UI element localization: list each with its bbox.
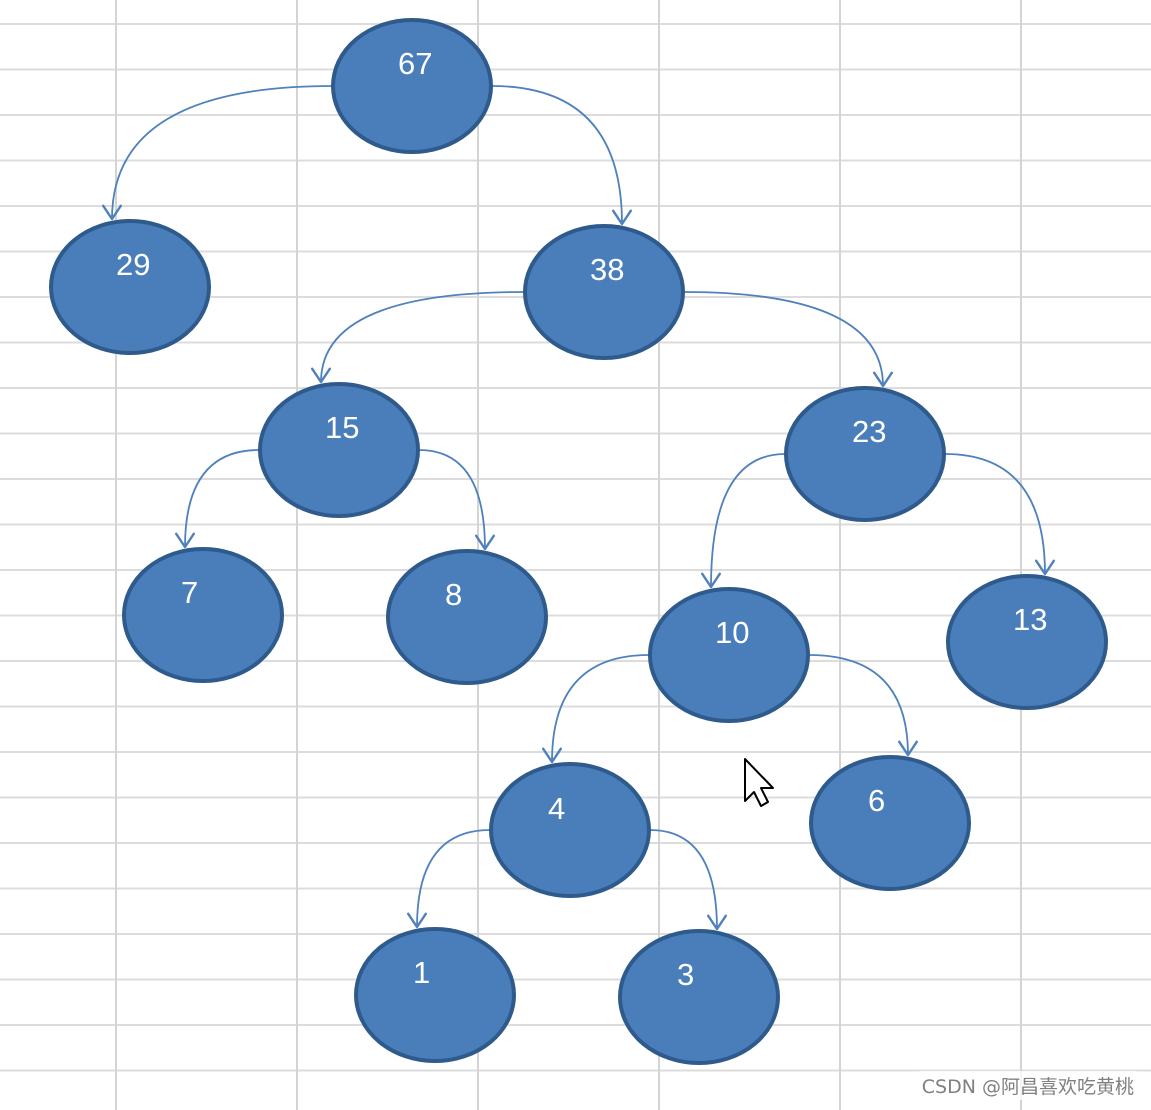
node-label: 38: [590, 252, 624, 287]
node-label: 7: [181, 575, 198, 610]
node-shape: [386, 549, 548, 685]
edge-n4-n3: [649, 829, 728, 931]
tree-node-13: 13: [946, 574, 1108, 710]
node-shape: [648, 587, 810, 723]
tree-node-67: 67: [331, 18, 493, 154]
tree-node-6: 6: [809, 755, 971, 891]
tree-node-4: 4: [489, 762, 651, 898]
edge-n10-n4: [541, 654, 650, 764]
edge-n67-n29: [102, 85, 333, 221]
edge-n15-n7: [174, 449, 260, 549]
edge-n38-n15: [311, 291, 525, 384]
edge-n4-n1: [406, 829, 491, 929]
node-label: 3: [677, 957, 694, 992]
node-shape: [354, 927, 516, 1063]
tree-node-3: 3: [618, 929, 780, 1065]
edge-n38-n23: [683, 291, 893, 388]
tree-node-23: 23: [784, 386, 946, 522]
node-label: 15: [325, 410, 359, 445]
node-label: 4: [548, 791, 565, 826]
node-shape: [809, 755, 971, 891]
tree-node-29: 29: [49, 219, 211, 355]
tree-node-15: 15: [258, 382, 420, 518]
tree-node-8: 8: [386, 549, 548, 685]
edge-n10-n6: [808, 654, 919, 757]
node-shape: [122, 547, 284, 683]
edge-n23-n13: [944, 453, 1056, 576]
tree-node-38: 38: [523, 224, 685, 360]
edge-n15-n8: [418, 449, 496, 551]
node-label: 8: [445, 577, 462, 612]
node-label: 10: [715, 615, 749, 650]
node-shape: [258, 382, 420, 518]
node-label: 23: [852, 414, 886, 449]
node-shape: [49, 219, 211, 355]
node-label: 1: [413, 955, 430, 990]
watermark: CSDN @阿昌喜欢吃黄桃: [918, 1071, 1137, 1100]
node-shape: [331, 18, 493, 154]
node-shape: [489, 762, 651, 898]
edge-n67-n38: [491, 85, 633, 226]
tree-node-7: 7: [122, 547, 284, 683]
edge-n23-n10: [700, 453, 786, 589]
node-shape: [946, 574, 1108, 710]
tree-node-10: 10: [648, 587, 810, 723]
node-shape: [618, 929, 780, 1065]
node-label: 67: [398, 46, 432, 81]
node-label: 13: [1013, 602, 1047, 637]
node-shape: [784, 386, 946, 522]
edges: [102, 85, 1056, 931]
mouse-cursor-icon: [744, 758, 774, 807]
node-label: 6: [868, 783, 885, 818]
node-shape: [523, 224, 685, 360]
node-label: 29: [116, 247, 150, 282]
tree-node-1: 1: [354, 927, 516, 1063]
